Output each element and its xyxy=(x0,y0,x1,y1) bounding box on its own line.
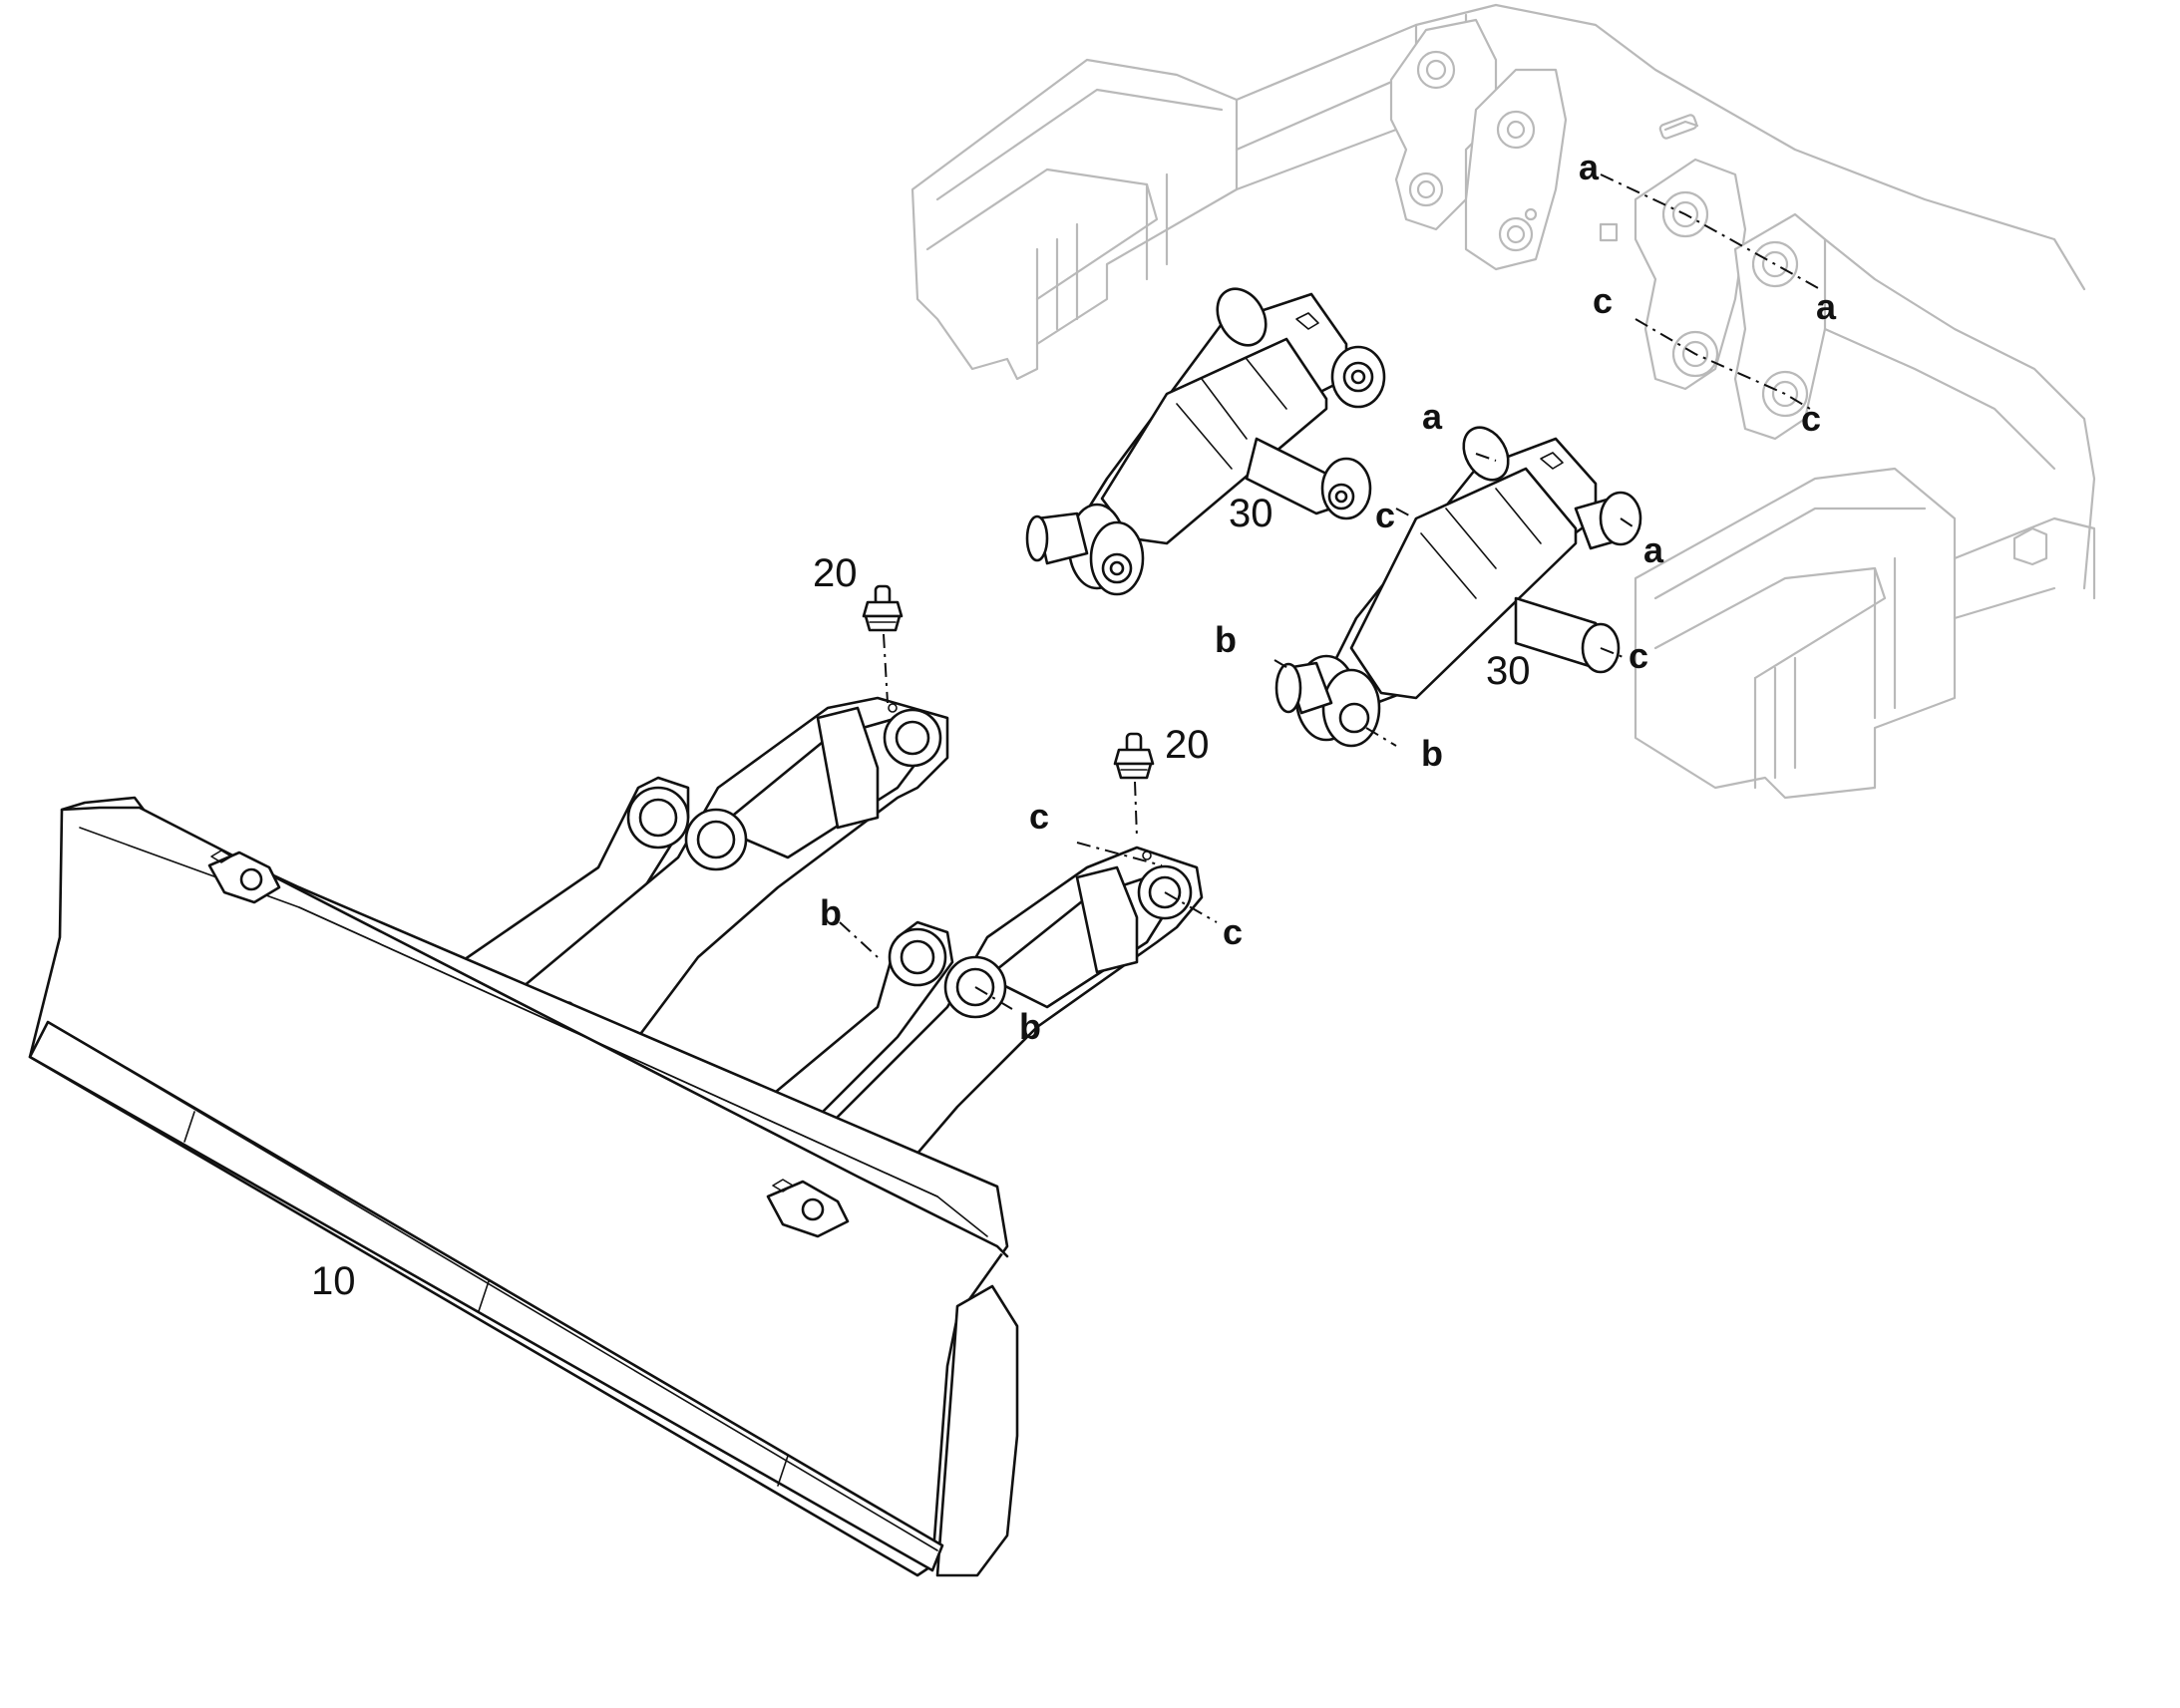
pin-letter-a: a xyxy=(1579,147,1600,187)
pin-letter-b: b xyxy=(820,892,842,933)
pin-letter-b: b xyxy=(1019,1006,1041,1047)
pin-letter-b: b xyxy=(1421,733,1443,774)
pin-letter-a: a xyxy=(1422,396,1443,437)
grease-fitting-right xyxy=(1113,732,1155,780)
callout-fitting-left: 20 xyxy=(813,551,858,595)
hydraulic-cylinder-upper xyxy=(1025,287,1386,596)
pin-letter-a: a xyxy=(1643,529,1664,570)
pin-letter-c: c xyxy=(1029,796,1049,837)
callout-cylinder-lower: 30 xyxy=(1486,649,1531,693)
pin-letter-c: c xyxy=(1801,398,1821,439)
pin-letter-c: c xyxy=(1629,635,1648,676)
dozer-blade xyxy=(28,696,1204,1577)
callout-blade: 10 xyxy=(311,1259,356,1303)
pin-center-lines xyxy=(839,173,1821,1013)
callout-cylinder-upper: 30 xyxy=(1229,492,1273,535)
pin-letter-a: a xyxy=(1816,286,1837,327)
pin-letter-c: c xyxy=(1375,495,1395,535)
pin-letter-c: c xyxy=(1223,911,1243,952)
grease-fitting-left xyxy=(862,584,904,632)
pin-letter-b: b xyxy=(1215,619,1237,660)
callout-fitting-right: 20 xyxy=(1165,723,1210,767)
hydraulic-cylinder-lower xyxy=(1274,426,1642,748)
pin-letter-c: c xyxy=(1593,280,1613,321)
undercarriage-frame xyxy=(910,3,2096,800)
